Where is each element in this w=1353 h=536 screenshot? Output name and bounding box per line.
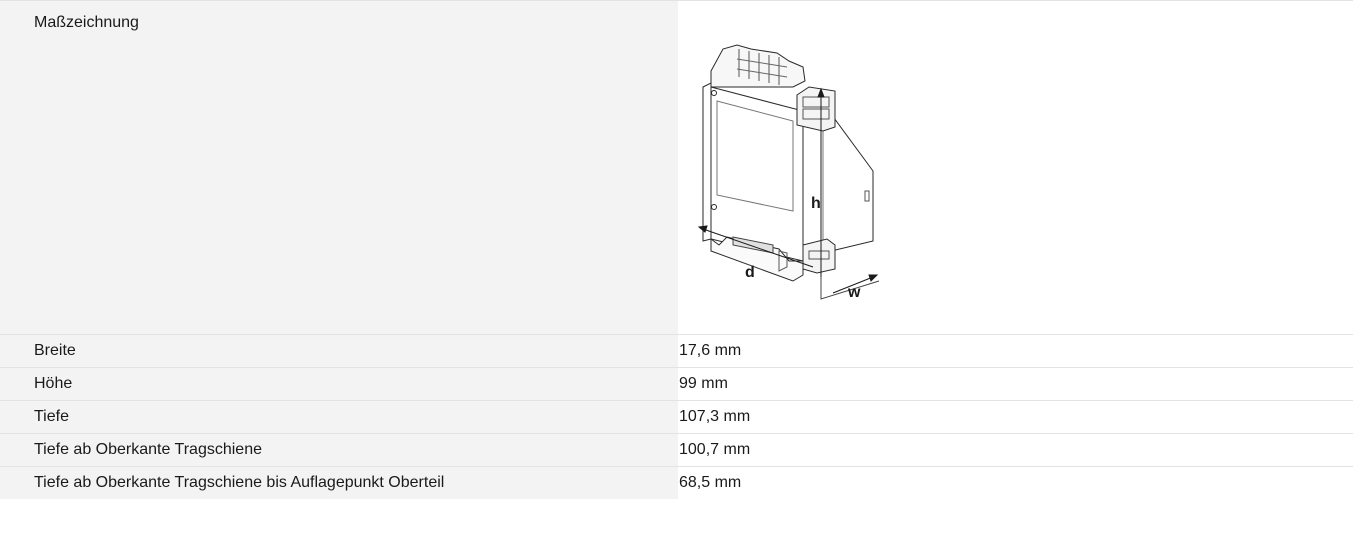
dimension-drawing-svg: h d w [697, 44, 880, 301]
spec-row-breite: Breite 17,6 mm [0, 334, 1353, 368]
spec-label: Höhe [0, 367, 678, 401]
drawing-row: Maßzeichnung [0, 0, 1353, 335]
spec-value: 68,5 mm [678, 466, 1353, 499]
spec-label: Tiefe ab Oberkante Tragschiene [0, 433, 678, 467]
spec-label: Tiefe [0, 400, 678, 434]
housing-outline [702, 44, 880, 300]
height-letter: h [811, 195, 821, 212]
dimension-arrows [697, 87, 879, 294]
spec-label: Tiefe ab Oberkante Tragschiene bis Aufla… [0, 466, 678, 499]
spec-label: Breite [0, 334, 678, 368]
depth-letter: d [745, 264, 755, 281]
spec-table: Maßzeichnung [0, 0, 1353, 499]
spec-row-tiefe: Tiefe 107,3 mm [0, 400, 1353, 434]
drawing-label: Maßzeichnung [0, 0, 678, 335]
spec-value: 100,7 mm [678, 433, 1353, 467]
spec-value: 107,3 mm [678, 400, 1353, 434]
spec-value: 99 mm [678, 367, 1353, 401]
spec-row-hoehe: Höhe 99 mm [0, 367, 1353, 401]
spec-row-tiefe-oberkante: Tiefe ab Oberkante Tragschiene 100,7 mm [0, 433, 1353, 467]
dimension-drawing: h d w [679, 1, 1353, 334]
spec-row-tiefe-auflagepunkt: Tiefe ab Oberkante Tragschiene bis Aufla… [0, 466, 1353, 499]
width-letter: w [847, 284, 861, 301]
drawing-cell: h d w [678, 0, 1353, 335]
spec-value: 17,6 mm [678, 334, 1353, 368]
